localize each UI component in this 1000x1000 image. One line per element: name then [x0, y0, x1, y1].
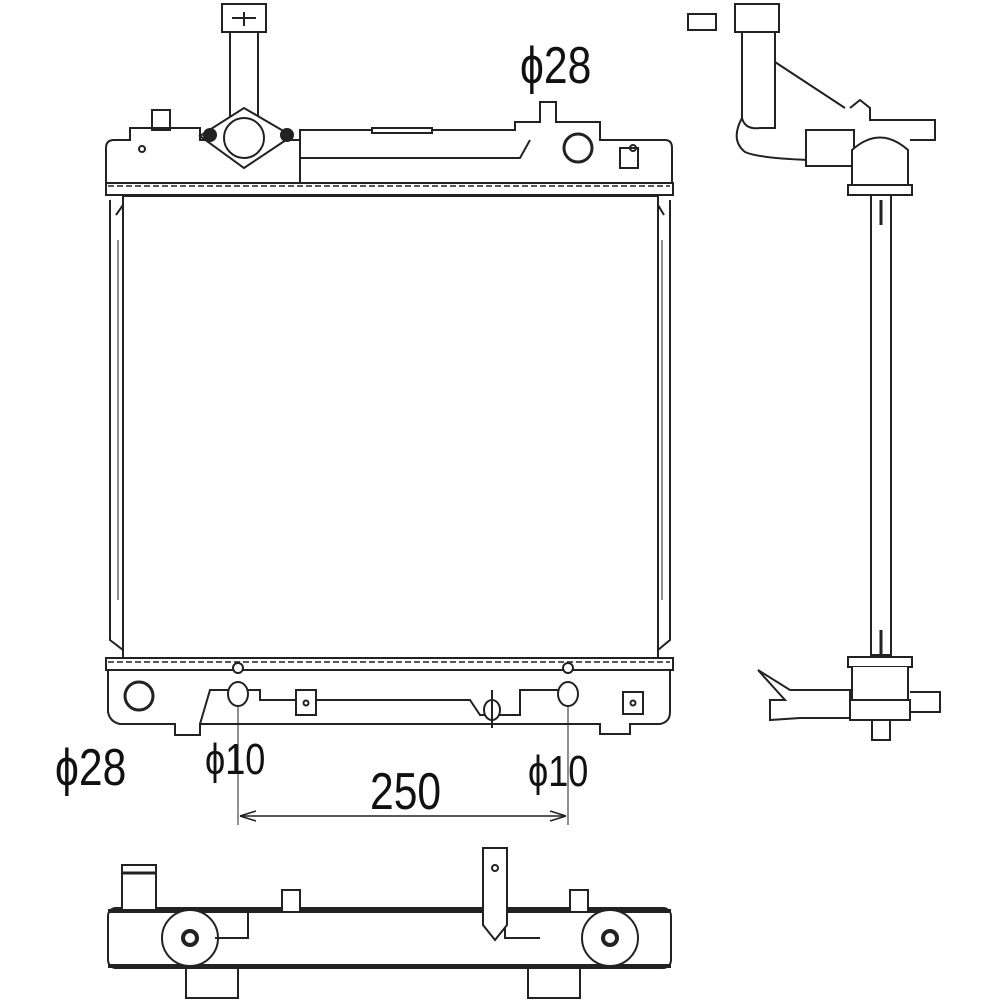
right-nipple-diameter-label: ϕ10: [528, 747, 589, 796]
nipple-spacing-label: 250: [370, 763, 442, 821]
top-outlet: [562, 132, 594, 164]
bottom-tank: [107, 670, 671, 736]
center-tab: [482, 847, 508, 942]
bottom-outlet-diameter-label: ϕ28: [55, 739, 127, 797]
side-view: [687, 3, 941, 741]
top-outlet-diameter-label: ϕ28: [520, 37, 592, 95]
top-tank: [105, 127, 301, 184]
bottom-outlet: [123, 680, 155, 712]
bottom-view: [107, 847, 672, 999]
front-view: [105, 3, 674, 825]
left-nipple: [227, 681, 249, 707]
side-core: [870, 194, 892, 656]
radiator-core: [122, 195, 659, 659]
left-nipple-diameter-label: ϕ10: [205, 735, 266, 784]
right-nipple: [557, 681, 579, 707]
